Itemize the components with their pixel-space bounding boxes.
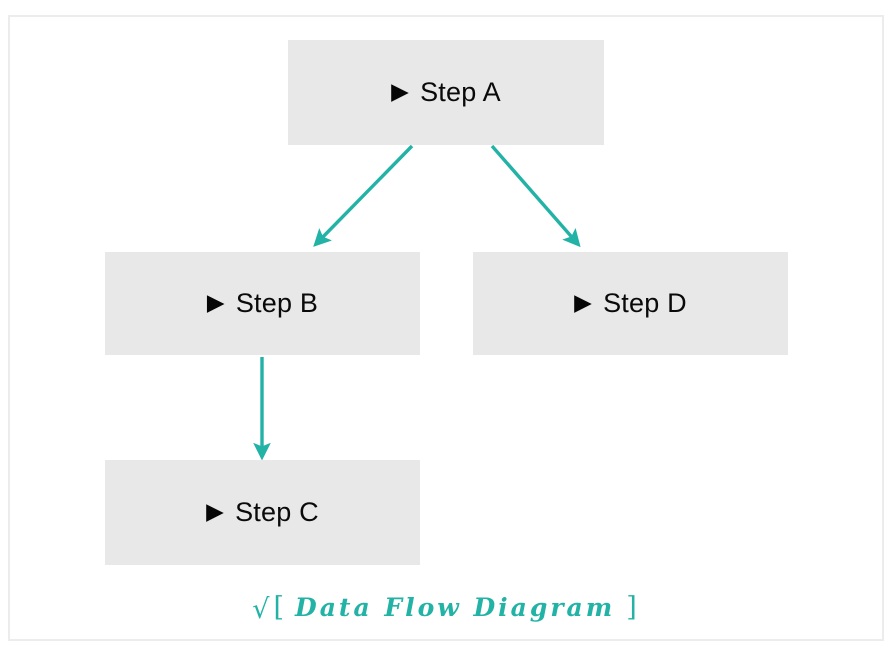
node-step-d[interactable]: ▶ Step D — [473, 252, 788, 355]
play-triangle-icon: ▶ — [574, 289, 593, 315]
node-label: Step D — [603, 288, 687, 318]
node-step-b[interactable]: ▶ Step B — [105, 252, 420, 355]
caption-close-bracket: ] — [626, 592, 637, 623]
node-step-c[interactable]: ▶ Step C — [105, 460, 420, 565]
node-step-a[interactable]: ▶ Step A — [288, 40, 604, 145]
diagram-caption: √[ Data Flow Diagram] — [0, 592, 893, 625]
check-icon: √ — [252, 594, 270, 625]
caption-title: Data Flow Diagram — [295, 593, 616, 622]
caption-open-bracket: [ — [273, 592, 285, 623]
play-triangle-icon: ▶ — [391, 78, 410, 104]
node-label: Step B — [235, 288, 319, 318]
node-label: Step C — [235, 497, 319, 527]
node-label: Step A — [420, 77, 501, 107]
play-triangle-icon: ▶ — [206, 289, 225, 315]
play-triangle-icon: ▶ — [206, 498, 225, 524]
